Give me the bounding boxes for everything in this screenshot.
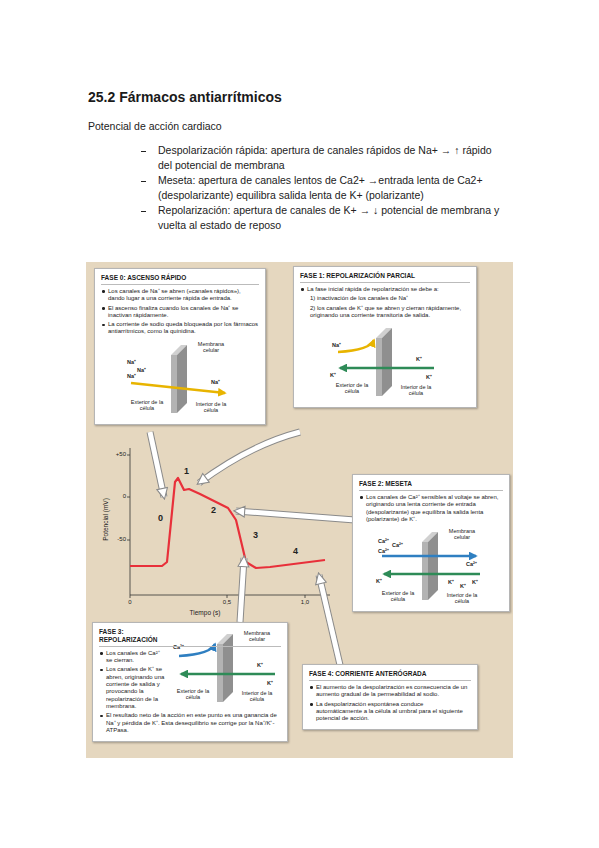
illustration-label: Exterior de la célula xyxy=(173,688,213,701)
illustration-label: Membrana celular xyxy=(442,528,482,541)
phase-callout: FASE 0: ASCENSO RÁPIDO Los canales de Na⁺… xyxy=(94,268,266,425)
phase-callout: Membrana celularCa²⁺ K⁺ K⁺ Exterior de la c… xyxy=(92,622,288,742)
svg-part xyxy=(422,532,438,600)
axis-tick-label: -50 xyxy=(106,536,126,542)
callout-heading: FASE 1: REPOLARIZACIÓN PARCIAL xyxy=(300,272,470,283)
ion-label: Ca²⁺ xyxy=(173,644,184,651)
illustration-label: Exterior de la célula xyxy=(378,590,418,603)
callout-text: Los canales de Ca²⁺ sensibles al voltaje… xyxy=(359,494,503,523)
callout-text: Los canales de Na⁺ se abren («canales rá… xyxy=(101,288,259,303)
ion-label: Na⁺ xyxy=(127,373,136,380)
ion-label: Ca²⁺ xyxy=(378,548,389,555)
ion-label: K⁺ xyxy=(416,356,422,363)
axis-tick-label: 1,0 xyxy=(295,599,315,605)
svg-part xyxy=(382,555,476,558)
svg-part xyxy=(338,340,374,352)
callout-heading: FASE 4: CORRIENTE ANTERÓGRADA xyxy=(309,670,471,681)
bullet-text: Repolarización: apertura de canales de K… xyxy=(158,203,503,233)
callout-text: Los canales de Ca²⁺ se cierran. xyxy=(99,650,281,665)
phase-callout: FASE 2: MESETA Los canales de Ca²⁺ sensib… xyxy=(352,474,510,612)
callout-text: El resultado neto de la acción en este p… xyxy=(99,712,281,734)
illustration-label: Membrana celular xyxy=(237,630,277,643)
phase-callout: FASE 4: CORRIENTE ANTERÓGRADA El aumento … xyxy=(302,664,478,730)
illustration-label: Exterior de la célula xyxy=(127,399,167,412)
axis-tick-label: 0 xyxy=(120,599,140,605)
ion-label: Ca²⁺ xyxy=(466,561,477,568)
svg-part xyxy=(240,558,244,622)
ion-label: Na⁺ xyxy=(211,379,220,386)
callout-text: 2) los canales de K⁺ que se abren y cier… xyxy=(300,305,470,320)
callout-heading: FASE 2: MESETA xyxy=(359,480,503,491)
ion-label: K⁺ xyxy=(257,662,263,669)
phase-number: 1 xyxy=(183,466,190,476)
bullet-text: Despolarización rápida: apertura de cana… xyxy=(158,143,503,173)
ion-label: K⁺ xyxy=(472,579,478,586)
callout-text: La despolarización espontánea conduce au… xyxy=(309,701,471,723)
phase-number: 3 xyxy=(252,530,259,540)
callout-text: El ascenso finaliza cuando los canales d… xyxy=(101,305,259,320)
membrane-figure: Membrana celularCa²⁺Ca²⁺Ca²⁺Ca²⁺K⁺K⁺K⁺K⁺… xyxy=(376,526,486,606)
phase-number: 4 xyxy=(292,546,299,556)
axis-tick-label: +50 xyxy=(106,451,126,457)
ion-label: K⁺ xyxy=(330,372,336,379)
callout-text: Los canales de K⁺ se abren, originando u… xyxy=(99,666,281,710)
svg-part xyxy=(199,432,300,483)
page-title: 25.2 Fármacos antiarrítmicos xyxy=(88,89,282,105)
membrane-figure: Membrana celularCa²⁺ K⁺ K⁺ Exterior de la c… xyxy=(171,628,281,708)
bullet-text: Meseta: apertura de canales lentos de Ca… xyxy=(158,173,503,203)
svg-part xyxy=(179,644,215,656)
illustration-label: Interior de la célula xyxy=(442,592,482,605)
svg-part xyxy=(217,634,233,702)
ion-label: K⁺ xyxy=(267,680,273,687)
phase-callout: FASE 1: REPOLARIZACIÓN PARCIAL La fase in… xyxy=(293,266,477,408)
illustration-label: Interior de la célula xyxy=(191,401,231,414)
callout-text: La fase inicial rápida de repolarización… xyxy=(300,286,470,293)
callout-text: La corriente de sodio queda bloqueada po… xyxy=(101,321,259,336)
svg-part xyxy=(236,511,355,520)
illustration-label: Membrana celular xyxy=(191,341,231,354)
subtitle: Potencial de acción cardiaco xyxy=(88,120,222,132)
svg-part xyxy=(127,455,130,540)
ion-label: Ca²⁺ xyxy=(378,538,389,545)
axis-title: Potencial (mV) xyxy=(102,485,109,555)
svg-part xyxy=(171,345,187,413)
ion-label: Na⁺ xyxy=(332,342,341,349)
ion-label: K⁺ xyxy=(460,583,466,590)
ion-label: K⁺ xyxy=(426,374,432,381)
svg-part xyxy=(319,575,340,665)
callout-heading: FASE 3: REPOLARIZACIÓN xyxy=(99,628,281,647)
ion-label: Na⁺ xyxy=(127,359,136,366)
ion-label: K⁺ xyxy=(448,579,454,586)
ion-label: Ca²⁺ xyxy=(392,542,403,549)
callout-text: El aumento de la despolarización es cons… xyxy=(309,684,471,699)
phase-number: 0 xyxy=(157,513,164,523)
ion-label: Na⁺ xyxy=(137,367,146,374)
svg-part xyxy=(384,573,480,576)
axis-title: Tiempo (s) xyxy=(180,609,230,616)
svg-part xyxy=(131,383,225,393)
svg-part xyxy=(150,432,164,497)
svg-part xyxy=(199,432,300,483)
svg-part xyxy=(319,575,340,665)
svg-part xyxy=(236,511,355,520)
callout-heading: FASE 0: ASCENSO RÁPIDO xyxy=(101,274,259,285)
membrane-figure: Na⁺Na⁺Na⁺Na⁺Membrana celularExterior de … xyxy=(125,339,235,419)
axis-tick-label: 0 xyxy=(106,493,126,499)
svg-part xyxy=(376,328,392,396)
figure-ground xyxy=(86,262,513,758)
svg-part xyxy=(150,432,164,497)
axis-tick-label: 0,5 xyxy=(217,599,237,605)
callout-text: 1) inactivación de los canales de Na⁺ xyxy=(300,295,470,302)
svg-part xyxy=(130,595,305,598)
illustration-label: Interior de la célula xyxy=(237,690,277,703)
svg-part xyxy=(240,558,244,622)
svg-part xyxy=(181,673,275,676)
illustration-label: Exterior de la célula xyxy=(332,382,372,395)
ion-label: K⁺ xyxy=(376,578,382,585)
membrane-figure: Na⁺ K⁺ K⁺ K⁺ Exterior de la célula Interior d… xyxy=(330,322,440,402)
svg-part xyxy=(340,367,434,370)
phase-number: 2 xyxy=(210,505,217,515)
illustration-label: Interior de la célula xyxy=(396,384,436,397)
